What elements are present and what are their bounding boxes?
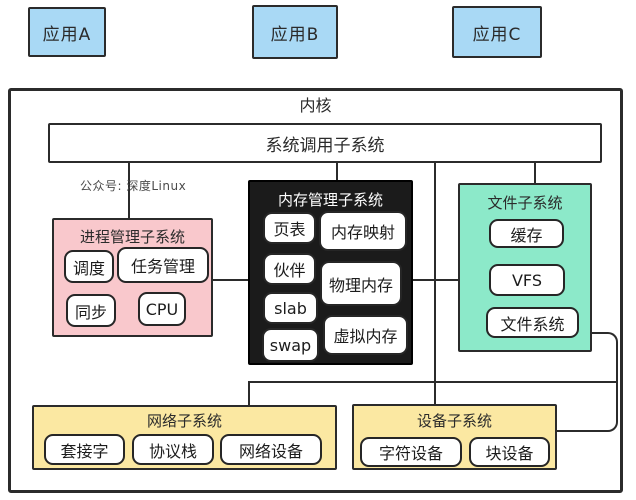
- process-chip-cpu: CPU: [138, 292, 186, 326]
- app-box-a: 应用A: [28, 7, 106, 57]
- file-subsystem-box: 文件子系统 缓存 VFS 文件系统: [458, 183, 592, 352]
- connector-syscall-to-device: [434, 163, 436, 405]
- device-subsystem-box: 设备子系统 字符设备 块设备: [352, 404, 557, 470]
- connector-device-right-stub: [556, 430, 596, 432]
- kernel-box: [8, 88, 623, 493]
- syscall-subsystem-title: 系统调用子系统: [265, 135, 385, 156]
- device-chip-block-device: 块设备: [469, 437, 550, 467]
- device-subsystem-title: 设备子系统: [416, 412, 492, 430]
- network-chip-protocol-stack: 协议栈: [132, 434, 214, 465]
- connector-file-to-device-elbow: [592, 332, 618, 432]
- watermark-text: 公众号: 深度Linux: [80, 179, 187, 193]
- file-chip-cache: 缓存: [489, 219, 564, 248]
- network-subsystem-title: 网络子系统: [146, 412, 222, 430]
- process-subsystem-title: 进程管理子系统: [79, 228, 185, 246]
- connector-bus-horizontal: [249, 381, 617, 383]
- file-subsystem-title: 文件子系统: [487, 194, 563, 212]
- app-box-b: 应用B: [252, 5, 338, 59]
- network-chip-socket: 套接字: [44, 434, 125, 465]
- memory-chip-physical-memory: 物理内存: [320, 261, 402, 306]
- app-box-c: 应用C: [452, 6, 542, 58]
- file-chip-filesystem: 文件系统: [486, 307, 579, 338]
- kernel-title: 内核: [299, 96, 332, 115]
- memory-chip-virtual-memory: 虚拟内存: [323, 315, 408, 355]
- connector-syscall-to-file: [534, 163, 536, 186]
- process-chip-scheduler: 调度: [64, 250, 114, 283]
- app-b-label: 应用B: [270, 24, 320, 45]
- memory-chip-memory-mapping: 内存映射: [319, 211, 407, 251]
- connector-memory-to-file: [411, 279, 459, 281]
- process-chip-task-management: 任务管理: [117, 247, 209, 283]
- connector-bus-to-network: [248, 381, 250, 405]
- network-chip-network-device: 网络设备: [220, 434, 322, 465]
- app-c-label: 应用C: [472, 24, 522, 45]
- syscall-subsystem-box: 系统调用子系统: [48, 123, 602, 163]
- app-a-label: 应用A: [42, 24, 92, 45]
- process-subsystem-box: 进程管理子系统 调度 任务管理 同步 CPU: [52, 218, 213, 337]
- memory-chip-page-table: 页表: [263, 212, 316, 244]
- device-chip-char-device: 字符设备: [360, 437, 462, 467]
- process-chip-sync: 同步: [66, 294, 116, 327]
- connector-process-to-memory: [208, 279, 250, 281]
- memory-subsystem-box: 内存管理子系统 页表 内存映射 伙伴 物理内存 slab 虚拟内存 swap: [248, 180, 413, 365]
- file-chip-vfs: VFS: [489, 264, 565, 296]
- memory-chip-buddy: 伙伴: [263, 253, 316, 285]
- network-subsystem-box: 网络子系统 套接字 协议栈 网络设备: [32, 405, 337, 470]
- connector-syscall-to-memory: [336, 163, 338, 181]
- memory-chip-slab: slab: [263, 292, 318, 324]
- connector-syscall-to-process: [128, 163, 130, 219]
- memory-subsystem-title: 内存管理子系统: [277, 191, 383, 209]
- memory-chip-swap: swap: [262, 328, 319, 362]
